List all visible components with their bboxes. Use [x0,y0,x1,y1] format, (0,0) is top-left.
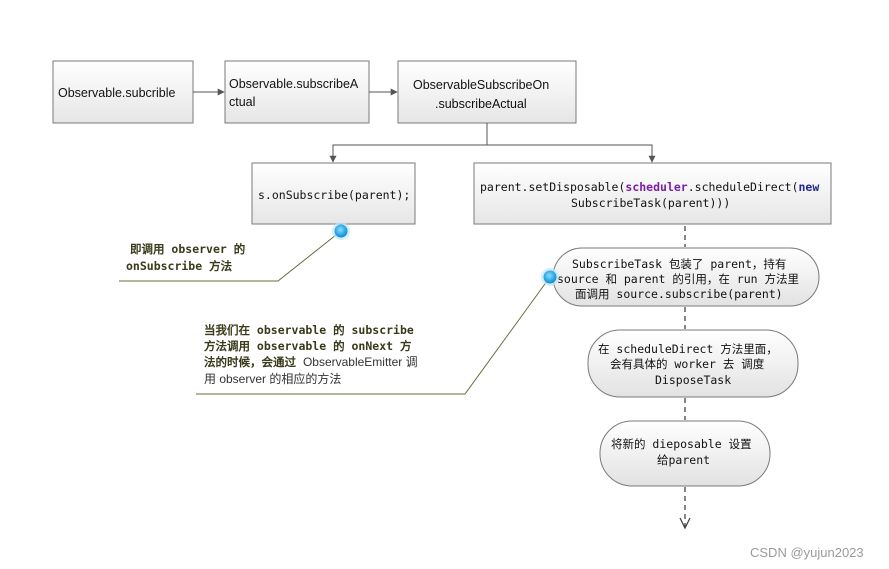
note-2-line2: 方法调用 observable 的 onNext 方 [204,339,411,353]
box-observable-subscrible-label: Observable.subcrible [58,86,175,100]
box-on-subscribe: s.onSubscribe(parent); [251,162,416,225]
flow-step-set-disposable: 将新的 dieposable 设置 给parent [599,420,771,487]
box-set-disposable-line1: parent.setDisposable(scheduler.scheduleD… [480,180,819,194]
flow-step-1-line2: source 和 parent 的引用，在 run 方法里 [557,272,799,286]
box-observable-subscrible: Observable.subcrible [52,60,194,124]
box-subscribe-on-line2: .subscribeActual [435,97,527,111]
flow-step-1-line3: 面调用 source.subscribe(parent) [575,287,783,301]
flow-step-subscribe-task: SubscribeTask 包装了 parent，持有 source 和 par… [552,247,820,307]
flow-end-arrow [679,517,691,530]
flow-step-2-line1: 在 scheduleDirect 方法里面， [598,342,778,356]
note-on-subscribe: 即调用 observer 的 onSubscribe 方法 [126,242,245,273]
note-1-leader [119,230,342,282]
note-1-marker-core [334,224,348,238]
flow-step-2-line3: DisposeTask [655,373,731,387]
box-set-disposable: parent.setDisposable(scheduler.scheduleD… [473,162,832,225]
flow-step-3-line1: 将新的 dieposable 设置 [611,437,752,451]
note-2-marker-core [543,270,557,284]
flow-step-schedule-direct: 在 scheduleDirect 方法里面， 会有具体的 worker 去 调度… [587,329,799,398]
note-1-line1: 即调用 observer 的 [130,242,245,256]
note-2-line1: 当我们在 observable 的 subscribe [204,323,414,337]
flow-step-3-line2: 给parent [657,453,710,467]
box-subscribe-on-line1: ObservableSubscribeOn [413,78,549,92]
box-subscribe-actual-line2: ctual [229,95,255,109]
branch-connector [329,123,488,163]
note-2-line4: 用 observer 的相应的方法 [204,371,341,386]
branch-connector-right [487,144,656,163]
flow-step-2-line2: 会有具体的 worker 去 调度 [610,357,765,371]
box-on-subscribe-label: s.onSubscribe(parent); [258,188,410,202]
box-subscribe-actual-line1: Observable.subscribeA [229,77,359,91]
box-observable-subscribe-on: ObservableSubscribeOn .subscribeActual [397,60,577,124]
note-on-next: 当我们在 observable 的 subscribe 方法调用 observa… [204,323,418,386]
watermark: CSDN @yujun2023 [750,545,864,560]
box-observable-subscribe-actual: Observable.subscribeA ctual [224,60,370,124]
note-2-line3: 法的时候，会通过 ObservableEmitter 调 [204,355,418,369]
note-1-line2: onSubscribe 方法 [126,259,233,273]
flow-step-1-line1: SubscribeTask 包装了 parent，持有 [572,257,786,271]
note-2-leader [196,276,551,395]
box-set-disposable-line2: SubscribeTask(parent))) [571,196,730,210]
